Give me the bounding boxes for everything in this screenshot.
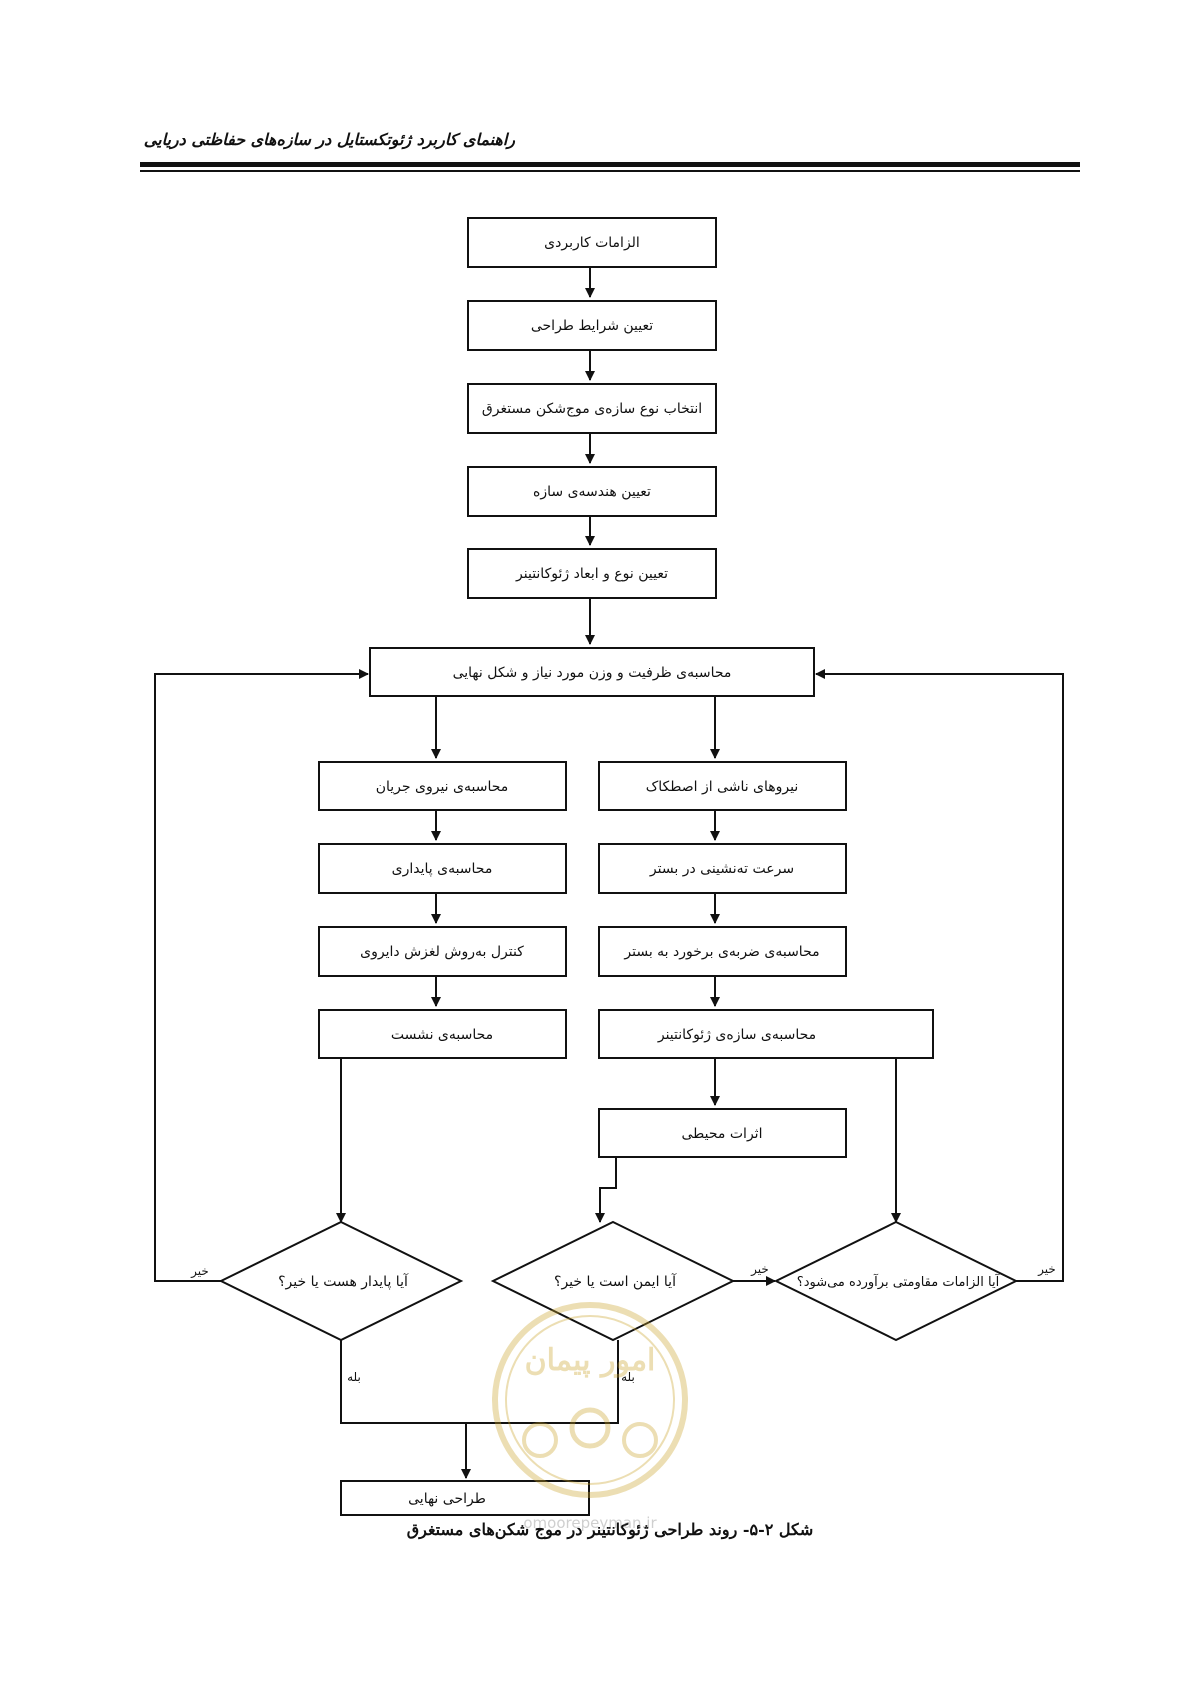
node-r5-box xyxy=(598,1108,847,1158)
node-r5: اثرات محیطی xyxy=(598,1108,847,1158)
node-l4-box xyxy=(318,1009,567,1059)
node-l2-box xyxy=(318,843,567,894)
node-n5-box xyxy=(467,548,717,599)
header-rule-thin xyxy=(140,170,1080,172)
watermark-gear-icon xyxy=(569,1407,611,1449)
decision-d3: آیا الزامات مقاومتی برآورده می‌شود؟ xyxy=(773,1220,1019,1342)
node-r2-box xyxy=(598,843,847,894)
node-n6-box xyxy=(369,647,815,697)
node-n4-box xyxy=(467,466,717,517)
decision-d2: آیا ایمن است یا خیر؟ xyxy=(490,1220,736,1342)
node-n6: محاسبه‌ی ظرفیت و وزن مورد نیاز و شکل نها… xyxy=(369,647,815,697)
node-l1-label: محاسبه‌ی نیروی جریان xyxy=(376,779,509,795)
decision-d2-label: آیا ایمن است یا خیر؟ xyxy=(554,1273,677,1290)
node-l3-label: کنترل به‌روش لغزش دایروی xyxy=(360,944,524,960)
figure-caption: شکل ۲-۵- روند طراحی ژئوکانتینر در موج شک… xyxy=(406,1520,814,1539)
decision-d1-shape xyxy=(218,1220,464,1342)
node-r3: محاسبه‌ی ضربه‌ی برخورد به بستر xyxy=(598,926,847,977)
node-r1: نیروهای ناشی از اصطکاک xyxy=(598,761,847,811)
node-l3: کنترل به‌روش لغزش دایروی xyxy=(318,926,567,977)
node-n2-label: تعیین شرایط طراحی xyxy=(531,318,653,334)
watermark-excavator-icon xyxy=(622,1422,658,1458)
node-r5-label: اثرات محیطی xyxy=(682,1126,763,1142)
node-r3-box xyxy=(598,926,847,977)
node-n4: تعیین هندسه‌ی سازه xyxy=(467,466,717,517)
node-l4-label: محاسبه‌ی نشست xyxy=(391,1027,493,1043)
decision-d2-shape xyxy=(490,1220,736,1342)
edge-label-yes-d1: بله xyxy=(347,1370,361,1384)
node-n3-box xyxy=(467,383,717,434)
edge-d1-no-loop xyxy=(154,669,369,1282)
connectors xyxy=(154,268,1064,1479)
node-final: طراحی نهایی xyxy=(340,1480,590,1516)
node-r4-label: محاسبه‌ی سازه‌ی ژئوکانتینر xyxy=(657,1027,816,1043)
node-r4-box xyxy=(598,1009,934,1059)
node-n3-label: انتخاب نوع سازه‌ی موج‌شکن مستغرق xyxy=(482,401,702,417)
decision-d3-label: آیا الزامات مقاومتی برآورده می‌شود؟ xyxy=(797,1273,1001,1290)
node-r2-label: سرعت ته‌نشینی در بستر xyxy=(649,861,794,877)
node-r4: محاسبه‌ی سازه‌ی ژئوکانتینر xyxy=(598,1009,934,1059)
node-n6-label: محاسبه‌ی ظرفیت و وزن مورد نیاز و شکل نها… xyxy=(453,665,732,681)
node-n2: تعیین شرایط طراحی xyxy=(467,300,717,351)
edge-label-no-d2: خیر xyxy=(750,1262,769,1277)
decision-d3-shape xyxy=(773,1220,1019,1342)
edge-d3-no-loop xyxy=(815,669,1064,1282)
decision-d1-label: آیا پایدار هست یا خیر؟ xyxy=(278,1273,409,1290)
node-l2-label: محاسبه‌ی پایداری xyxy=(392,861,493,877)
node-l2: محاسبه‌ی پایداری xyxy=(318,843,567,894)
edge-r5-d2 xyxy=(595,1157,617,1223)
node-l3-box xyxy=(318,926,567,977)
edge-yes-merge xyxy=(340,1340,619,1424)
header-title: راهنمای کاربرد ژئوتکستایل در سازه‌های حف… xyxy=(143,130,515,149)
node-n1: الزامات کاربردی xyxy=(467,217,717,268)
watermark-scale-icon xyxy=(522,1422,558,1458)
node-r1-label: نیروهای ناشی از اصطکاک xyxy=(646,779,799,795)
watermark-logo: امور پیمان omoorepeyman.ir xyxy=(492,1302,688,1532)
node-n4-label: تعیین هندسه‌ی سازه xyxy=(533,484,651,500)
edge-label-no-d1: خیر xyxy=(190,1264,209,1279)
node-final-label: طراحی نهایی xyxy=(408,1491,486,1507)
node-n2-box xyxy=(467,300,717,351)
edge-label-no-d3: خیر xyxy=(1037,1262,1056,1277)
page-header: راهنمای کاربرد ژئوتکستایل در سازه‌های حف… xyxy=(140,120,1080,172)
node-n3: انتخاب نوع سازه‌ی موج‌شکن مستغرق xyxy=(467,383,717,434)
node-n1-box xyxy=(467,217,717,268)
node-final-box xyxy=(340,1480,590,1516)
node-n5: تعیین نوع و ابعاد ژئوکانتینر xyxy=(467,548,717,599)
node-r1-box xyxy=(598,761,847,811)
watermark-logo-text: امور پیمان xyxy=(525,1343,656,1379)
node-l1: محاسبه‌ی نیروی جریان xyxy=(318,761,567,811)
node-r2: سرعت ته‌نشینی در بستر xyxy=(598,843,847,894)
watermark-ring xyxy=(492,1302,688,1498)
watermark-url: omoorepeyman.ir xyxy=(523,1514,657,1532)
decision-d1: آیا پایدار هست یا خیر؟ xyxy=(218,1220,464,1342)
node-l1-box xyxy=(318,761,567,811)
node-r3-label: محاسبه‌ی ضربه‌ی برخورد به بستر xyxy=(623,944,819,960)
header-rule-thick xyxy=(140,162,1080,167)
watermark-inner-ring xyxy=(505,1315,675,1485)
node-l4: محاسبه‌ی نشست xyxy=(318,1009,567,1059)
edge-label-yes-d2: بله xyxy=(621,1370,635,1384)
node-n5-label: تعیین نوع و ابعاد ژئوکانتینر xyxy=(515,566,668,582)
node-n1-label: الزامات کاربردی xyxy=(544,235,640,251)
